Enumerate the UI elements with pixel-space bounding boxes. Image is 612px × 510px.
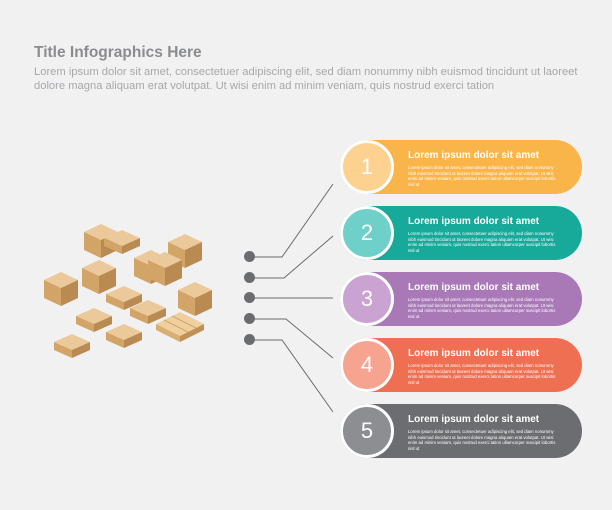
step-number-circle-1: 1 xyxy=(340,140,394,194)
step-title-2: Lorem ipsum dolor sit amet xyxy=(408,216,540,227)
step-text-5: Lorem ipsum dolor sit amet, consectetuer… xyxy=(408,429,556,451)
step-title-4: Lorem ipsum dolor sit amet xyxy=(408,348,540,359)
connector-line-2 xyxy=(250,235,334,279)
step-number-circle-3: 3 xyxy=(340,272,394,326)
connector-dot-3 xyxy=(244,292,255,303)
connector-dot-1 xyxy=(244,251,255,262)
step-title-1: Lorem ipsum dolor sit amet xyxy=(408,150,540,161)
step-text-2: Lorem ipsum dolor sit amet, consectetuer… xyxy=(408,231,556,253)
step-2: 2 Lorem ipsum dolor sit amet Lorem ipsum… xyxy=(340,206,582,260)
step-3: 3 Lorem ipsum dolor sit amet Lorem ipsum… xyxy=(340,272,582,326)
step-number-circle-5: 5 xyxy=(340,404,394,458)
step-title-3: Lorem ipsum dolor sit amet xyxy=(408,282,540,293)
step-1: 1 Lorem ipsum dolor sit amet Lorem ipsum… xyxy=(340,140,582,194)
step-5: 5 Lorem ipsum dolor sit amet Lorem ipsum… xyxy=(340,404,582,458)
connector-dot-4 xyxy=(244,313,255,324)
step-text-1: Lorem ipsum dolor sit amet, consectetuer… xyxy=(408,165,556,187)
connector-line-5 xyxy=(250,339,334,413)
page-subtitle: Lorem ipsum dolor sit amet, consectetuer… xyxy=(34,66,578,92)
step-number-circle-4: 4 xyxy=(340,338,394,392)
step-text-3: Lorem ipsum dolor sit amet, consectetuer… xyxy=(408,297,556,319)
step-text-4: Lorem ipsum dolor sit amet, consectetuer… xyxy=(408,363,556,385)
warehouse-boxes-illustration-icon xyxy=(44,224,212,358)
connector-line-1 xyxy=(250,183,334,258)
connector-line-4 xyxy=(250,318,334,359)
page-title: Title Infographics Here xyxy=(34,44,202,61)
step-number-circle-2: 2 xyxy=(340,206,394,260)
connector-dot-2 xyxy=(244,272,255,283)
step-title-5: Lorem ipsum dolor sit amet xyxy=(408,414,540,425)
connector-dot-5 xyxy=(244,334,255,345)
step-4: 4 Lorem ipsum dolor sit amet Lorem ipsum… xyxy=(340,338,582,392)
